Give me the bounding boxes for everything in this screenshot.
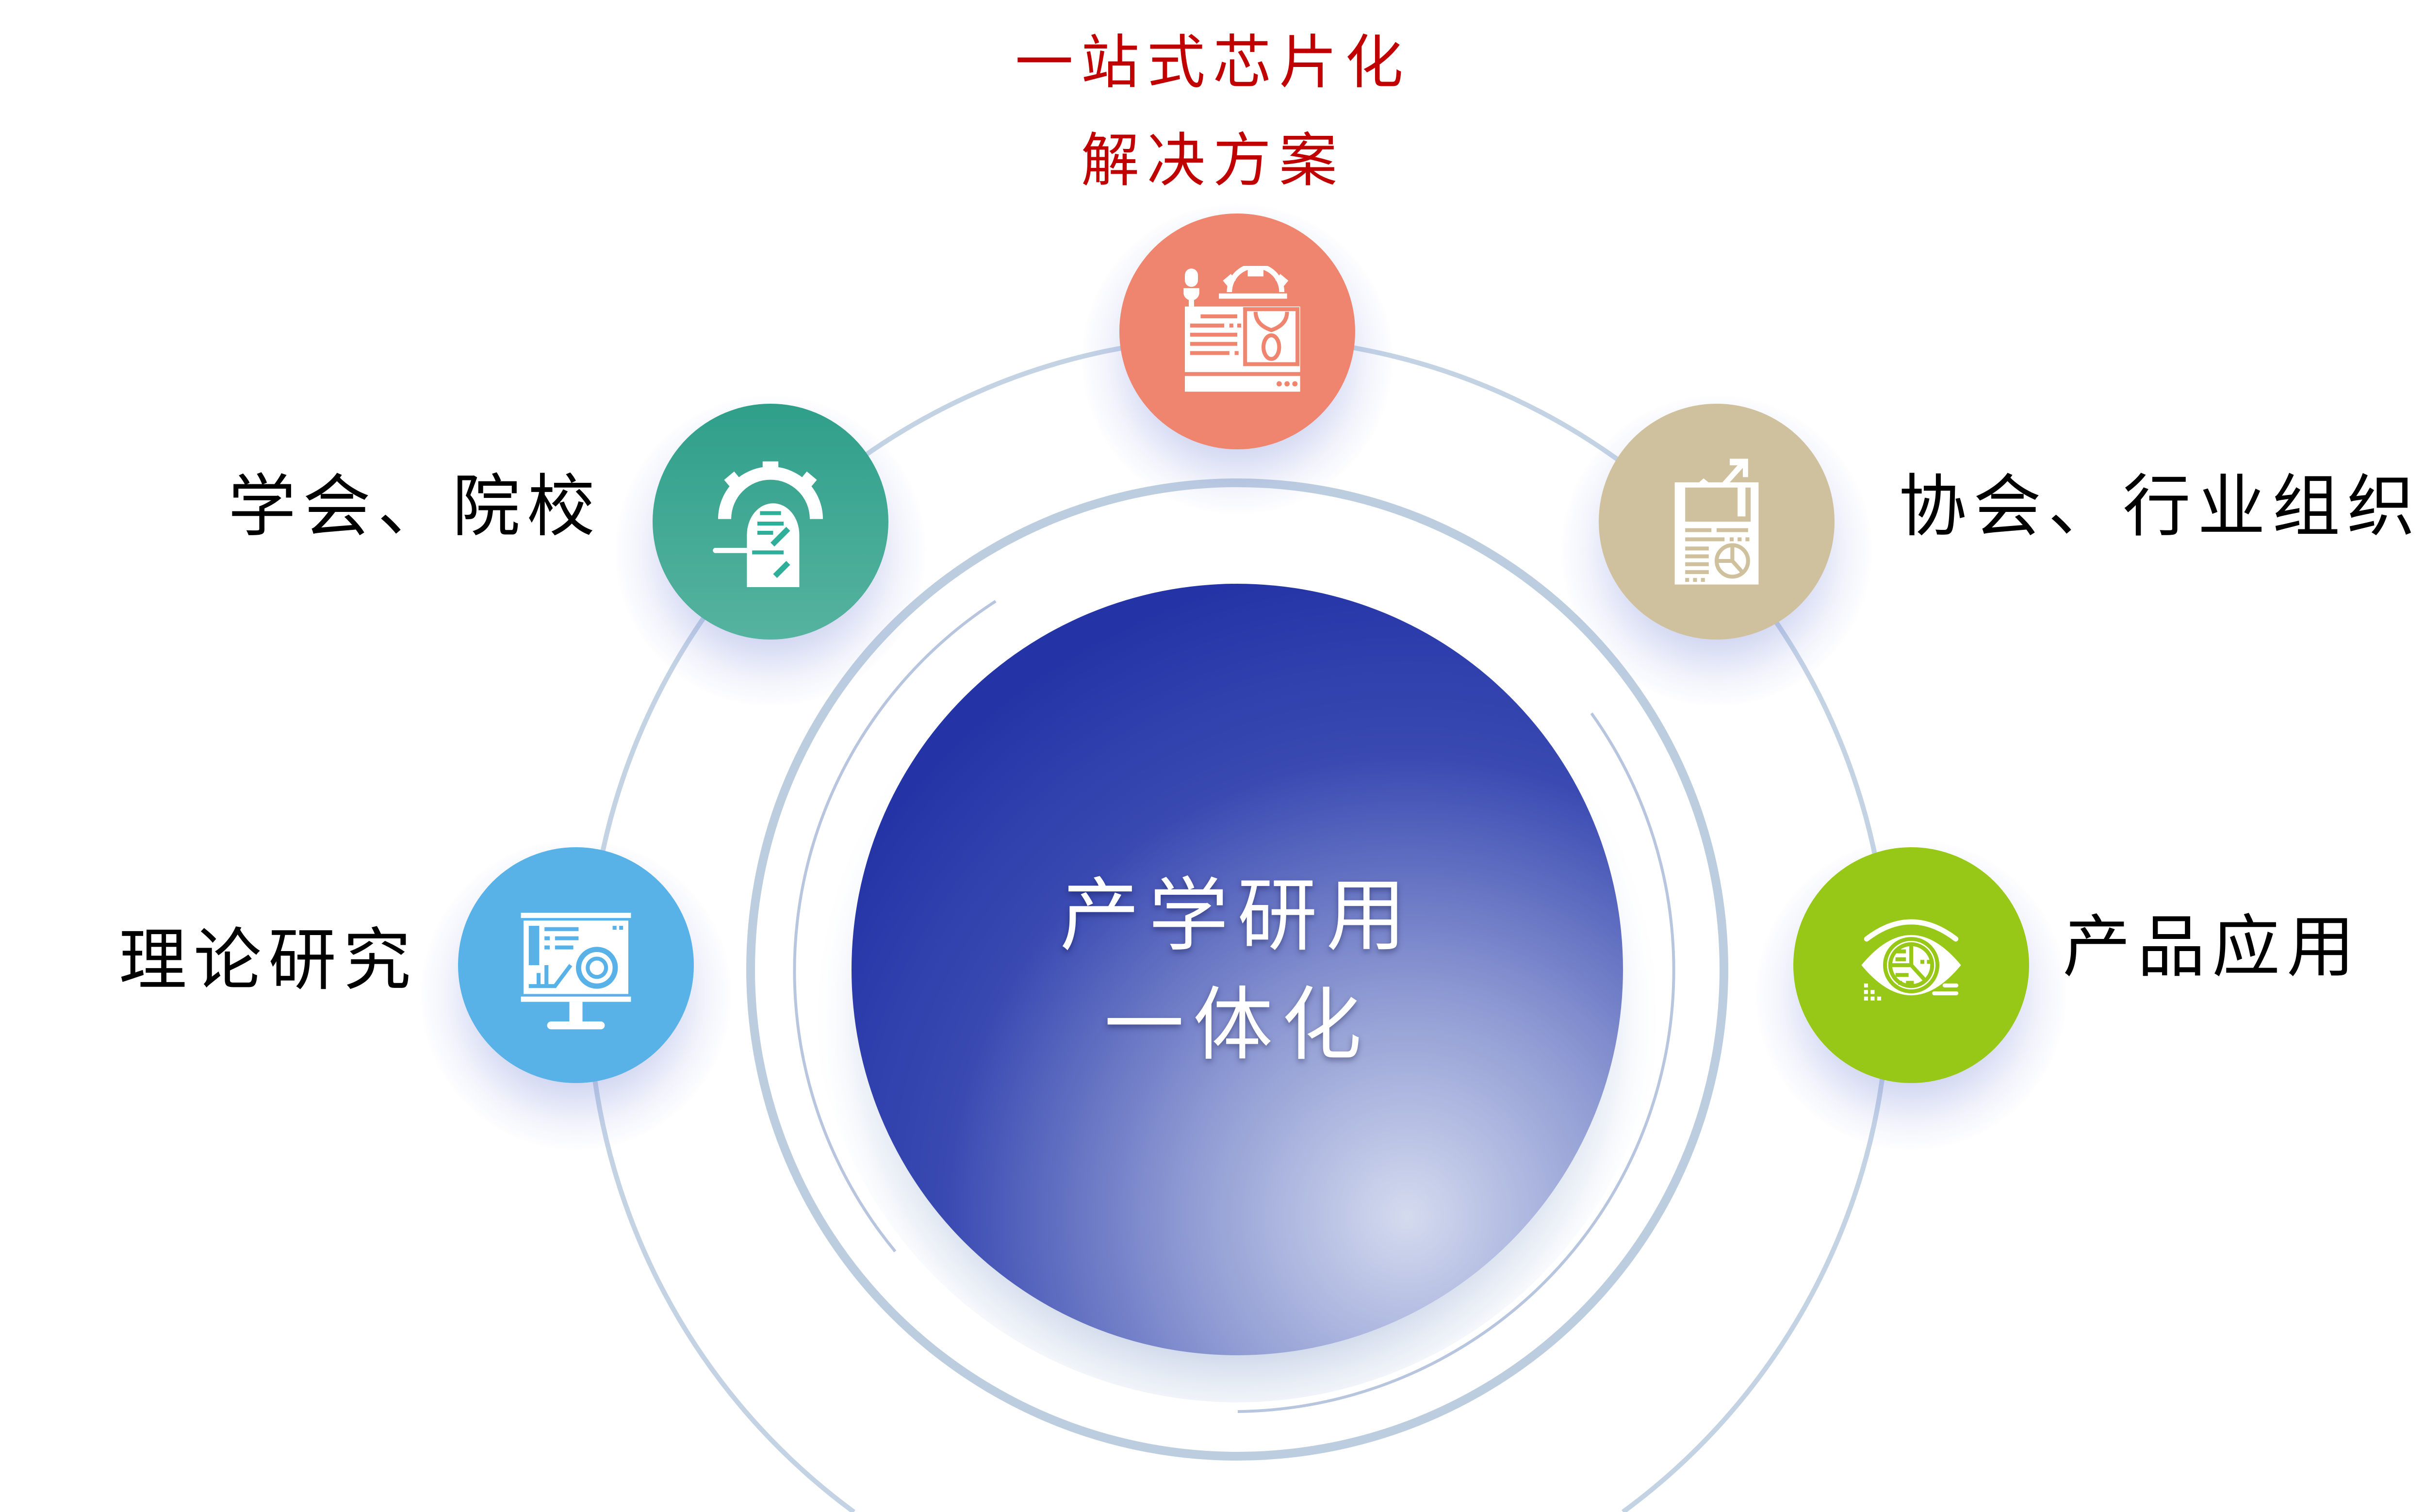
top-title-line2: 解决方案 xyxy=(1081,127,1345,195)
report-chart-icon xyxy=(1674,459,1759,585)
center-title-line2: 一体化 xyxy=(1104,978,1371,1071)
center-title-line1: 产学研用 xyxy=(1060,869,1415,962)
label-theoretical-research: 理论研究 xyxy=(119,921,418,1000)
center-circle xyxy=(852,584,1623,1355)
node-theoretical-research[interactable] xyxy=(458,847,694,1083)
eye-pie-chart-icon xyxy=(1861,919,1961,1001)
node-academia[interactable] xyxy=(653,404,888,640)
label-product-application: 产品应用 xyxy=(2063,908,2362,987)
inner-arc-right xyxy=(1237,712,1675,1413)
label-academia: 学会、院校 xyxy=(228,467,602,546)
label-industry-associations: 协会、行业组织 xyxy=(1899,467,2422,546)
node-product-application[interactable] xyxy=(1793,847,2029,1083)
computer-gear-lock-icon xyxy=(1183,266,1300,392)
top-title-line1: 一站式芯片化 xyxy=(1015,29,1411,97)
gear-head-circuit-icon xyxy=(713,461,823,587)
node-industry-associations[interactable] xyxy=(1599,404,1835,640)
presentation-board-icon xyxy=(521,913,631,1030)
node-chip-solution[interactable] xyxy=(1119,214,1355,449)
inner-arc-left xyxy=(793,600,997,1252)
